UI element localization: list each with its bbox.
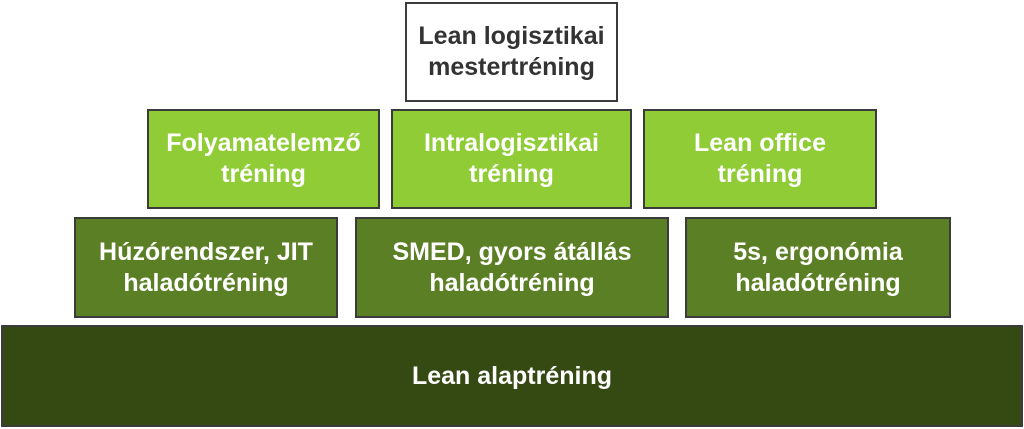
pyramid-top-line2: mestertréning bbox=[428, 53, 595, 81]
pyramid-base-box: Lean alaptréning bbox=[1, 325, 1023, 427]
level3-box-pull-jit: Húzórendszer, JIT haladótréning bbox=[74, 217, 338, 318]
level2-box-3-line1: Lean office bbox=[694, 129, 826, 157]
level2-box-lean-office: Lean office tréning bbox=[643, 109, 877, 209]
level3-box-1-line2: haladótréning bbox=[123, 268, 289, 297]
level2-box-2-line2: tréning bbox=[469, 160, 554, 188]
level2-box-2-line1: Intralogisztikai bbox=[423, 129, 600, 157]
level2-box-1-line1: Folyamatelemző bbox=[166, 129, 361, 157]
level3-box-2-line1: SMED, gyors átállás bbox=[392, 237, 632, 266]
level2-box-3-line2: tréning bbox=[717, 160, 803, 188]
level3-box-smed: SMED, gyors átállás haladótréning bbox=[355, 217, 669, 318]
level3-box-3-line2: haladótréning bbox=[735, 268, 901, 297]
pyramid-top-line1: Lean logisztikai bbox=[418, 22, 605, 50]
level2-box-intralogistics: Intralogisztikai tréning bbox=[391, 109, 632, 209]
pyramid-base-label: Lean alaptréning bbox=[411, 361, 613, 390]
level2-box-1-line2: tréning bbox=[221, 160, 306, 188]
level3-box-1-line1: Húzórendszer, JIT bbox=[99, 237, 313, 266]
pyramid-top-box: Lean logisztikai mestertréning bbox=[405, 2, 618, 102]
level3-box-5s-ergonomics: 5s, ergonómia haladótréning bbox=[685, 217, 951, 318]
level3-box-2-line2: haladótréning bbox=[429, 268, 595, 297]
level3-box-3-line1: 5s, ergonómia bbox=[733, 237, 903, 266]
level2-box-process-analysis: Folyamatelemző tréning bbox=[147, 109, 380, 209]
